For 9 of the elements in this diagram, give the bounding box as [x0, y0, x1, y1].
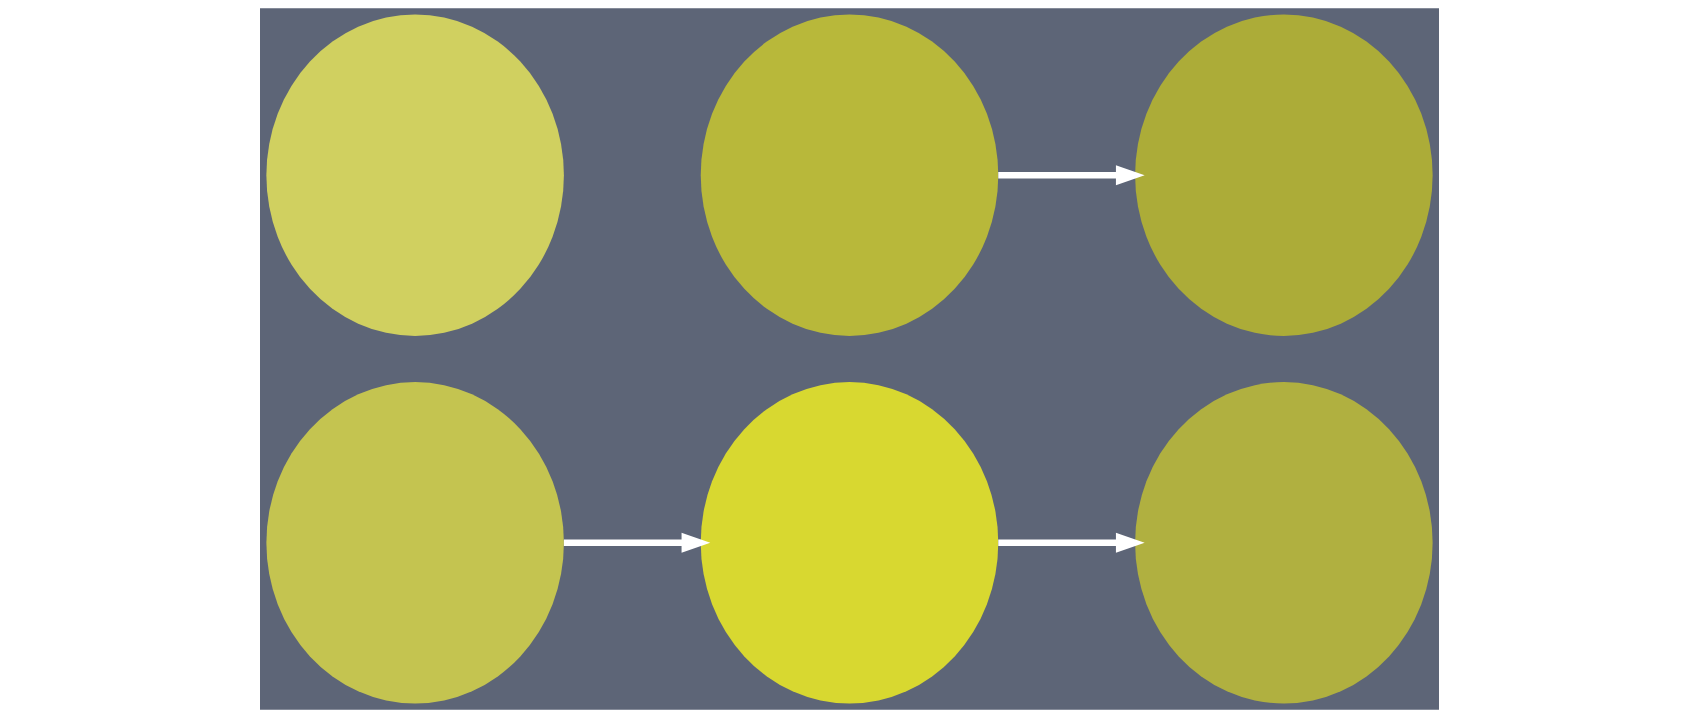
node-circle [266, 382, 564, 704]
arrow [998, 165, 1145, 186]
node-circle [1135, 382, 1433, 704]
node-circle [1135, 14, 1433, 336]
node-circle [266, 14, 564, 336]
node-circle [700, 14, 999, 336]
arrow [998, 532, 1145, 553]
node-circle [700, 382, 999, 704]
arrow [563, 532, 711, 553]
